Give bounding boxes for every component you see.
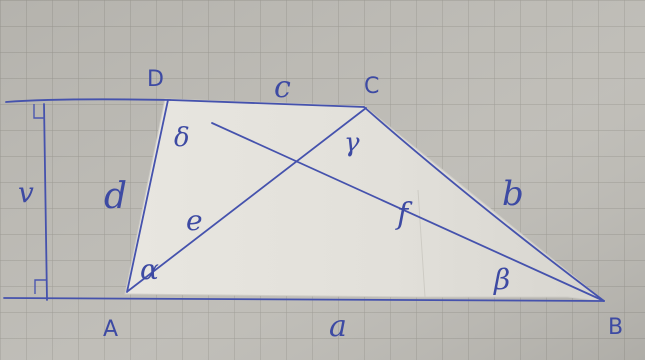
diagonal-e-line — [127, 107, 367, 292]
side-label-d: d — [104, 176, 127, 217]
side-b-line — [363, 106, 605, 302]
height-label-v: v — [18, 176, 34, 209]
angle-label-alpha: α — [140, 253, 159, 286]
trapezoid-edges — [126, 99, 605, 302]
side-label-a: a — [329, 309, 347, 344]
diagonal-label-e: e — [186, 204, 203, 237]
side-label-c: c — [274, 70, 291, 105]
angle-label-delta: δ — [174, 123, 190, 153]
angle-label-gamma: γ — [344, 128, 360, 158]
diagonal-f-line — [211, 122, 605, 302]
vertex-label-d: D — [147, 67, 164, 92]
vertex-label-c: C — [364, 74, 379, 99]
angle-label-beta: β — [493, 263, 510, 296]
side-d-line — [126, 99, 169, 293]
trapezoid-sheet — [124, 98, 606, 302]
vertex-label-a: A — [103, 317, 118, 342]
side-label-b: b — [502, 174, 524, 214]
height-marker — [3, 98, 605, 302]
vertex-label-b: B — [608, 315, 623, 340]
